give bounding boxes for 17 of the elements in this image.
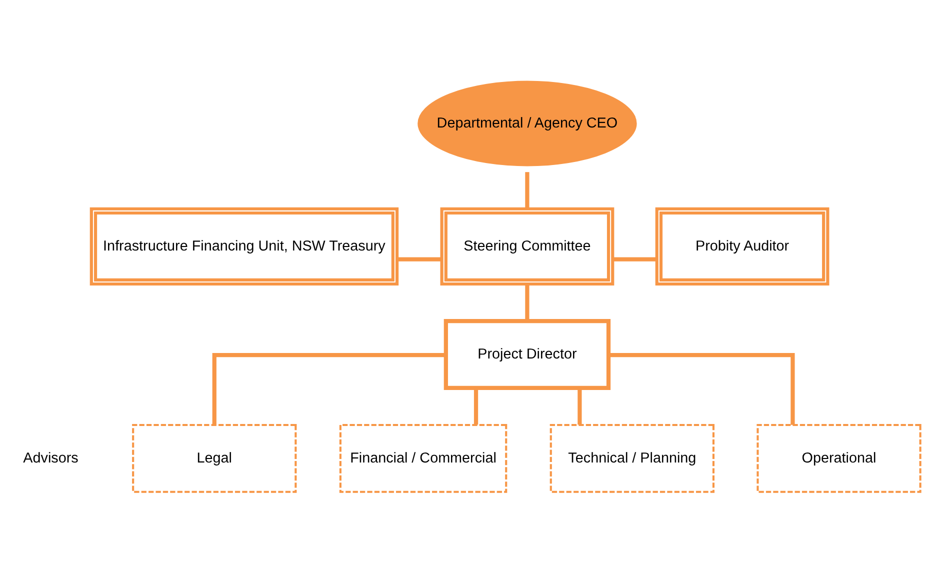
connector — [612, 256, 657, 261]
connector — [578, 387, 582, 424]
connector — [608, 352, 795, 424]
connector — [212, 352, 446, 424]
node-box: Steering Committee — [440, 206, 614, 286]
connector — [474, 387, 478, 424]
connector — [525, 172, 530, 208]
node-box: Infrastructure Financing Unit, NSW Treasury — [90, 206, 399, 286]
node-box: Legal — [132, 423, 297, 492]
node-box: Technical / Planning — [550, 423, 714, 492]
connector — [525, 284, 530, 320]
connector — [397, 256, 442, 261]
node-box: Operational — [756, 423, 922, 492]
label: Advisors — [23, 450, 78, 466]
node-box: Project Director — [444, 318, 611, 390]
node-box: Probity Auditor — [655, 206, 830, 286]
node-box: Financial / Commercial — [339, 423, 508, 492]
